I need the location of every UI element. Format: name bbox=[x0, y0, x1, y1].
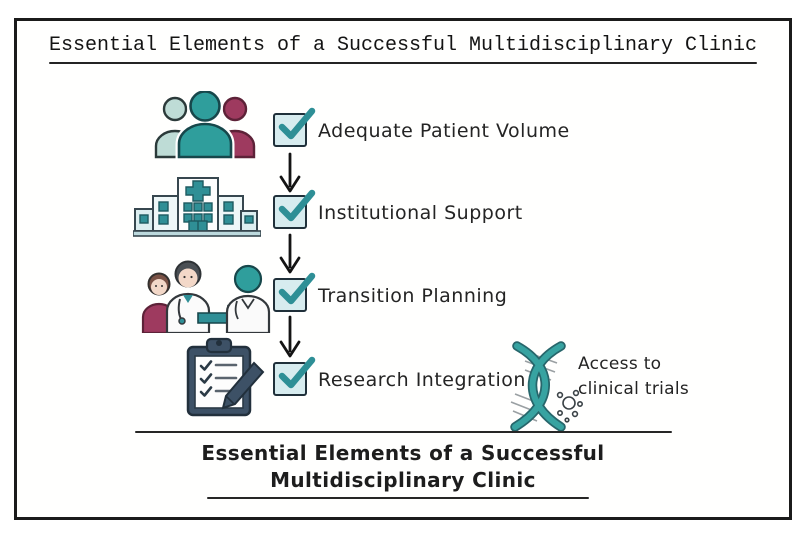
footer-divider-top bbox=[135, 431, 672, 433]
down-arrow-icon bbox=[279, 233, 301, 274]
checkmark-icon bbox=[278, 356, 316, 389]
checkmark-icon bbox=[278, 107, 316, 140]
annotation-line-2: clinical trials bbox=[578, 379, 690, 399]
footer-title-line-1: Essential Elements of a Successful bbox=[201, 441, 605, 465]
checkbox-institutional-support[interactable] bbox=[273, 189, 316, 229]
annotation-line-1: Access to bbox=[578, 354, 662, 374]
page-title: Essential Elements of a Successful Multi… bbox=[48, 34, 758, 57]
research-clipboard-icon bbox=[186, 337, 265, 417]
step-label-2: Institutional Support bbox=[318, 202, 523, 224]
down-arrow-icon bbox=[279, 152, 301, 193]
checkmark-icon bbox=[278, 189, 316, 222]
footer-divider-bottom bbox=[207, 497, 589, 499]
checkbox-transition-planning[interactable] bbox=[273, 272, 316, 312]
poster-frame: Essential Elements of a Successful Multi… bbox=[14, 18, 792, 520]
down-arrow-icon bbox=[279, 315, 301, 358]
checkbox-adequate-patient-volume[interactable] bbox=[273, 107, 316, 147]
hospital-icon bbox=[133, 177, 261, 237]
step-label-3: Transition Planning bbox=[318, 285, 508, 307]
step-label-1: Adequate Patient Volume bbox=[318, 120, 570, 142]
patients-group-icon bbox=[154, 91, 256, 159]
footer-title-line-2: Multidisciplinary Clinic bbox=[270, 468, 536, 492]
checkmark-icon bbox=[278, 272, 316, 305]
checkbox-research-integration[interactable] bbox=[273, 356, 316, 396]
step-label-4: Research Integration bbox=[318, 369, 526, 391]
dna-icon bbox=[510, 341, 584, 432]
care-transition-icon bbox=[141, 260, 271, 333]
title-underline bbox=[49, 62, 757, 64]
